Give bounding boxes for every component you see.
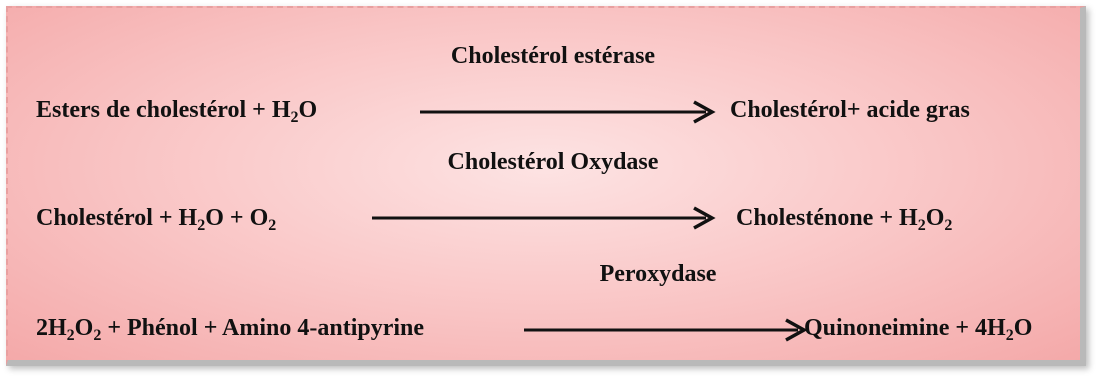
reactant-text: Esters de cholestérol + H bbox=[36, 97, 291, 123]
reactant-text: O + O bbox=[205, 205, 269, 231]
product-text: Quinoneimine + 4H bbox=[804, 315, 1006, 341]
arrow-head bbox=[693, 100, 716, 124]
reaction-3-products: Quinoneimine + 4H2O bbox=[804, 315, 1033, 344]
product-text: O bbox=[925, 205, 945, 231]
reactant-text: O bbox=[298, 97, 318, 123]
reaction-2-products: Cholesténone + H2O2 bbox=[736, 205, 952, 234]
arrow-head bbox=[693, 206, 716, 230]
reaction-1-products: Cholestérol+ acide gras bbox=[730, 98, 970, 122]
subscript: 2 bbox=[268, 217, 277, 234]
subscript: 2 bbox=[944, 217, 953, 234]
reactant-text: + Phénol + Amino 4-antipyrine bbox=[101, 315, 425, 341]
reaction-1-arrow bbox=[420, 100, 716, 124]
subscript: 2 bbox=[290, 109, 299, 126]
reaction-3-arrow bbox=[524, 318, 808, 342]
reaction-3-reactants: 2H2O2 + Phénol + Amino 4-antipyrine bbox=[36, 315, 425, 344]
enzyme-cholesterol-oxydase: Cholestérol Oxydase bbox=[447, 149, 659, 175]
enzyme-peroxydase: Peroxydase bbox=[599, 261, 717, 287]
product-text: Cholestérol+ acide gras bbox=[730, 97, 970, 123]
reaction-1-reactants: Esters de cholestérol + H2O bbox=[36, 97, 318, 126]
arrow-head bbox=[785, 318, 808, 342]
subscript: 2 bbox=[197, 217, 206, 234]
reactant-text: O bbox=[74, 315, 94, 341]
reactant-text: 2H bbox=[36, 315, 67, 341]
product-text: O bbox=[1013, 315, 1033, 341]
subscript: 2 bbox=[93, 327, 102, 344]
reaction-panel: Cholestérol estérase Esters de cholestér… bbox=[6, 6, 1086, 366]
reaction-2-arrow bbox=[372, 206, 716, 230]
reactant-text: Cholestérol + H bbox=[36, 205, 198, 231]
product-text: Cholesténone + H bbox=[736, 205, 918, 231]
reaction-2-reactants: Cholestérol + H2O + O2 bbox=[36, 205, 276, 234]
subscript: 2 bbox=[917, 217, 926, 234]
subscript: 2 bbox=[66, 327, 75, 344]
enzyme-cholesterol-esterase: Cholestérol estérase bbox=[450, 43, 656, 69]
subscript: 2 bbox=[1005, 327, 1014, 344]
